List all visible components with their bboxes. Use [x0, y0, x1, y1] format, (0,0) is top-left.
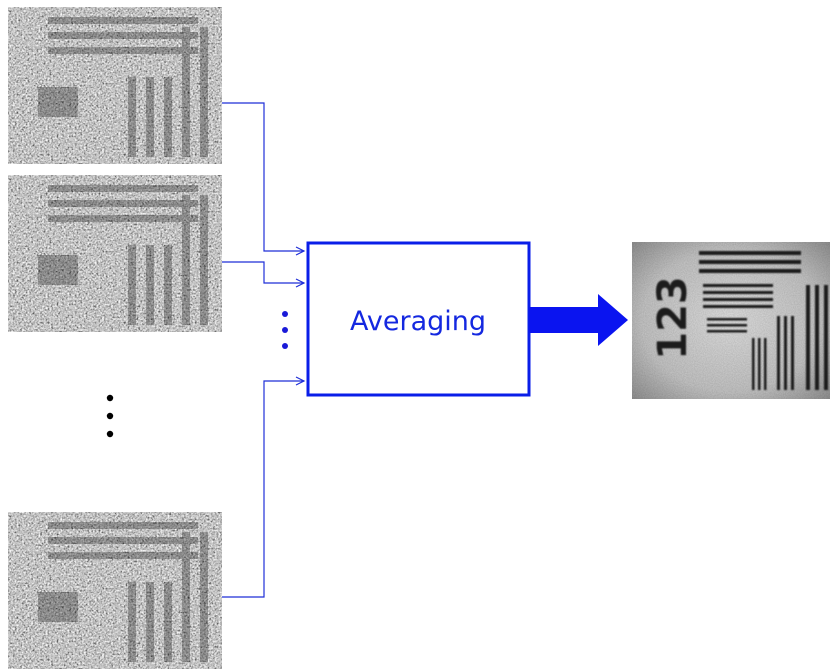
- result-image: 123: [632, 242, 830, 399]
- input-connectors: [222, 102, 306, 598]
- frames-ellipsis-icon: [106, 394, 114, 438]
- averaging-box: Averaging: [306, 241, 531, 397]
- averaging-label: Averaging: [350, 306, 486, 337]
- speckle-frame-icon: [8, 512, 222, 669]
- speckle-frame-icon: [8, 7, 222, 164]
- output-arrow-icon: [529, 294, 628, 346]
- speckle-frame-2: [8, 175, 222, 332]
- speckle-frame-icon: [8, 175, 222, 332]
- arrowhead-icon: [295, 376, 306, 386]
- connector-frame-2: [222, 261, 304, 284]
- connector-frame-n: [222, 380, 304, 598]
- arrowhead-icon: [295, 278, 306, 288]
- speckle-frame-1: [8, 7, 222, 164]
- connector-frame-1: [222, 102, 304, 252]
- target-digits: 123: [650, 276, 696, 360]
- inputs-ellipsis-icon: [282, 311, 288, 349]
- arrowhead-icon: [295, 246, 306, 256]
- speckle-frame-n: [8, 512, 222, 669]
- resolution-target-icon: 123: [650, 251, 828, 390]
